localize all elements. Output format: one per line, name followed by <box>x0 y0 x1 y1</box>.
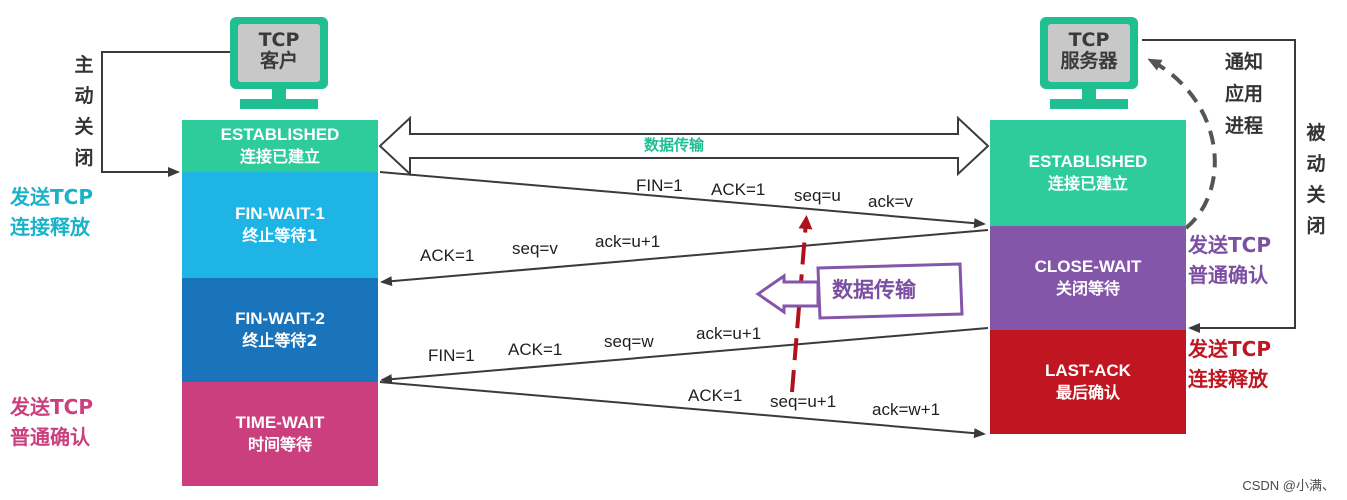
ack1-ack-flag: ACK=1 <box>420 246 475 265</box>
client-title-line2: 客户 <box>259 50 298 72</box>
char: 关 <box>74 116 94 138</box>
fin2-ack-flag: ACK=1 <box>508 340 563 359</box>
server-title: TCP 服务器 <box>1048 30 1130 72</box>
state-zh: 最后确认 <box>1055 383 1120 402</box>
fin2-ack-num: ack=u+1 <box>696 324 762 343</box>
ack2-ack-num: ack=w+1 <box>872 400 941 419</box>
fin1-ack-flag: ACK=1 <box>711 180 766 199</box>
line: 普通确认 <box>10 425 90 449</box>
char: 动 <box>74 85 94 107</box>
fin2-fin: FIN=1 <box>428 346 475 365</box>
ack1-arrow <box>380 229 989 287</box>
passive-close-label: 被 动 关 闭 <box>1304 118 1328 242</box>
server-state-last-ack: LAST-ACK 最后确认 <box>990 330 1186 434</box>
active-close-label: 主 动 关 闭 <box>72 50 96 174</box>
data-transfer-double-arrow <box>378 115 990 177</box>
state-zh: 关闭等待 <box>1055 279 1120 298</box>
server-title-line1: TCP <box>1068 29 1110 51</box>
passive-close-bracket <box>1142 39 1296 333</box>
char: 动 <box>1306 153 1326 175</box>
client-computer-icon <box>230 17 328 109</box>
state-en: FIN-WAIT-1 <box>235 204 325 223</box>
data-transfer-badge <box>755 262 964 320</box>
char: 被 <box>1306 122 1326 144</box>
state-en: ESTABLISHED <box>220 125 340 144</box>
line: 进程 <box>1224 115 1263 137</box>
fin2-seq: seq=w <box>604 332 654 351</box>
client-state-fin-wait-2: FIN-WAIT-2 终止等待2 <box>182 278 378 382</box>
state-zh: 终止等待2 <box>242 331 318 350</box>
line: 连接释放 <box>10 215 90 239</box>
line: 发送TCP <box>10 395 93 419</box>
state-en: CLOSE-WAIT <box>1034 257 1142 276</box>
state-en: ESTABLISHED <box>1028 152 1148 171</box>
fin1-fin: FIN=1 <box>636 176 683 195</box>
client-state-established: ESTABLISHED 连接已建立 <box>182 120 378 172</box>
ack2-ack-flag: ACK=1 <box>688 386 743 405</box>
fin1-arrow <box>379 171 986 229</box>
watermark: CSDN @小满、 <box>1242 478 1335 493</box>
state-en: FIN-WAIT-2 <box>235 309 325 328</box>
line: 通知 <box>1224 51 1263 73</box>
state-zh: 时间等待 <box>247 435 312 454</box>
client-state-fin-wait-1: FIN-WAIT-1 终止等待1 <box>182 172 378 278</box>
notify-app-arrow <box>1147 58 1217 230</box>
data-transfer-top-label: 数据传输 <box>644 136 705 154</box>
right-send-release-note: 发送TCP 连接释放 <box>1188 334 1271 394</box>
state-en: TIME-WAIT <box>235 413 325 432</box>
server-title-line2: 服务器 <box>1060 50 1118 72</box>
ack2-arrow <box>379 381 986 439</box>
char: 主 <box>74 54 94 76</box>
left-send-release-note: 发送TCP 连接释放 <box>10 182 93 242</box>
state-zh: 终止等待1 <box>242 226 318 245</box>
fin1-seq: seq=u <box>794 186 841 205</box>
state-zh: 连接已建立 <box>239 147 320 166</box>
client-title-line1: TCP <box>258 29 300 51</box>
ack2-seq: seq=u+1 <box>770 392 837 411</box>
char: 关 <box>1306 184 1326 206</box>
ack1-ack-num: ack=u+1 <box>595 232 661 251</box>
client-title: TCP 客户 <box>238 30 320 72</box>
server-state-close-wait: CLOSE-WAIT 关闭等待 <box>990 226 1186 330</box>
data-transfer-mid-label: 数据传输 <box>832 278 916 302</box>
server-computer-icon <box>1040 17 1138 109</box>
line: 普通确认 <box>1188 263 1268 287</box>
line: 发送TCP <box>1188 233 1271 257</box>
notify-app-label: 通知 应用 进程 <box>1216 46 1272 142</box>
line: 应用 <box>1224 83 1263 105</box>
server-state-established: ESTABLISHED 连接已建立 <box>990 120 1186 226</box>
line: 连接释放 <box>1188 367 1268 391</box>
left-send-ack-note: 发送TCP 普通确认 <box>10 392 93 452</box>
line: 发送TCP <box>1188 337 1271 361</box>
state-zh: 连接已建立 <box>1047 174 1128 193</box>
ack1-seq: seq=v <box>512 239 558 258</box>
fin2-arrow <box>380 327 989 385</box>
active-close-bracket <box>101 51 230 177</box>
char: 闭 <box>1306 215 1326 237</box>
line: 发送TCP <box>10 185 93 209</box>
state-en: LAST-ACK <box>1045 361 1131 380</box>
char: 闭 <box>74 147 94 169</box>
right-send-ack-note: 发送TCP 普通确认 <box>1188 230 1271 290</box>
fin1-ack-num: ack=v <box>868 192 913 211</box>
client-state-time-wait: TIME-WAIT 时间等待 <box>182 382 378 486</box>
